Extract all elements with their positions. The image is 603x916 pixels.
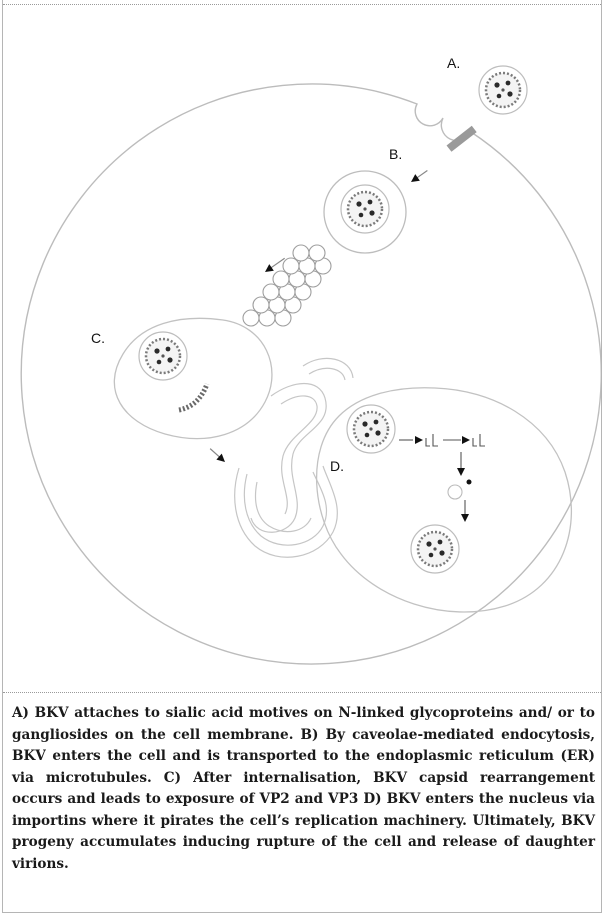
virion-b: [341, 185, 389, 233]
figure-caption: A) BKV attaches to sialic acid motives o…: [12, 703, 595, 875]
microtubule: [243, 245, 331, 326]
label-a: A.: [447, 55, 460, 71]
virion-d: [347, 405, 395, 453]
replication-pathway: [399, 434, 485, 514]
label-b: B.: [389, 146, 402, 162]
label-d: D.: [330, 458, 344, 474]
replication-arrows: [415, 436, 472, 522]
cell-membrane: [21, 84, 601, 664]
label-c: C.: [91, 330, 105, 346]
virion-progeny: [411, 525, 459, 573]
virion-a: [479, 66, 527, 114]
arrow-b: [409, 167, 430, 185]
rearranged-capsid: [179, 384, 207, 410]
bkv-infection-diagram: A. B.: [3, 6, 601, 692]
virion-c: [139, 332, 187, 380]
top-divider: [3, 4, 601, 5]
arrow-c: [207, 446, 227, 465]
er-compartment-c: [114, 318, 272, 438]
caption-divider: [3, 692, 601, 693]
